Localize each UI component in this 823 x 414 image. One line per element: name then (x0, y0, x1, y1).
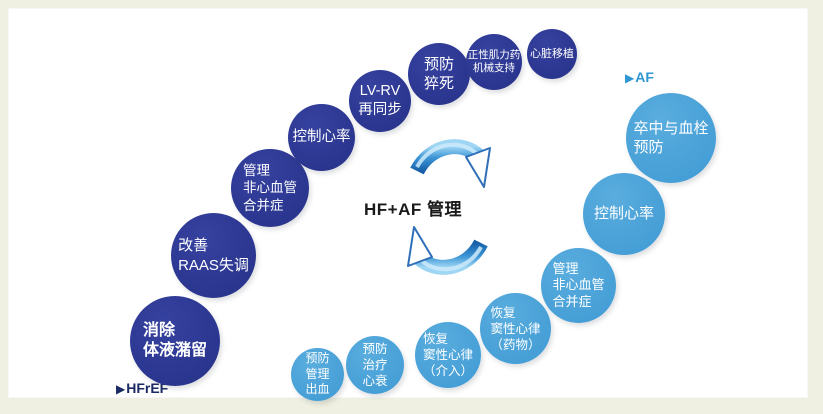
node-label: 恢复窦性心律（药物） (490, 305, 541, 352)
cycle-arrows-icon (402, 129, 496, 285)
node-eliminate-fluid-retention: 消除体液潴留 (130, 296, 220, 386)
node-label: 恢复窦性心律（介入） (422, 332, 473, 378)
node-manage-noncardiovascular-comorbidities-af: 管理非心血管合并症 (541, 248, 616, 323)
node-restore-sinus-rhythm-drugs: 恢复窦性心律（药物） (480, 293, 551, 364)
node-label: 卒中与血栓预防 (633, 119, 709, 156)
node-manage-noncardiovascular-comorbidities-hf: 管理非心血管合并症 (231, 149, 309, 227)
node-prevent-manage-bleeding: 预防管理出血 (291, 348, 344, 401)
node-prevent-treat-heart-failure: 预防治疗心衰 (346, 336, 404, 394)
node-heart-transplant: 心脏移植 (527, 29, 577, 79)
diagram-panel: HF+AF 管理 ▶AF ▶HFrEF (8, 8, 808, 401)
node-stroke-thrombosis-prevention: 卒中与血栓预防 (626, 93, 716, 183)
hfref-section-label: ▶HFrEF (116, 380, 168, 396)
node-label: 管理非心血管合并症 (243, 163, 297, 213)
node-label: 管理非心血管合并症 (552, 260, 605, 309)
node-inotropes-mechanical-support: 正性肌力药机械支持 (466, 34, 522, 90)
triangle-marker-icon: ▶ (116, 382, 126, 396)
node-restore-sinus-rhythm-intervention: 恢复窦性心律（介入） (415, 322, 481, 388)
node-control-heart-rate-hf: 控制心率 (288, 104, 355, 171)
af-label-text: AF (635, 69, 654, 85)
triangle-marker-icon: ▶ (625, 71, 635, 85)
node-label: 消除体液潴留 (142, 321, 207, 359)
node-label: 预防管理出血 (305, 351, 330, 397)
node-label: 预防治疗心衰 (362, 342, 388, 388)
node-prevent-sudden-death: 预防猝死 (408, 43, 470, 105)
node-label: 预防猝死 (423, 55, 454, 92)
diagram-title: HF+AF 管理 (364, 200, 462, 219)
node-label: 控制心率 (292, 129, 351, 146)
node-label: 控制心率 (593, 205, 654, 223)
hfref-label-text: HFrEF (126, 380, 169, 396)
node-label: 正性肌力药机械支持 (467, 48, 521, 74)
node-control-heart-rate-af: 控制心率 (583, 173, 665, 255)
node-label: 心脏移植 (530, 47, 574, 60)
af-section-label: ▶AF (625, 69, 654, 85)
